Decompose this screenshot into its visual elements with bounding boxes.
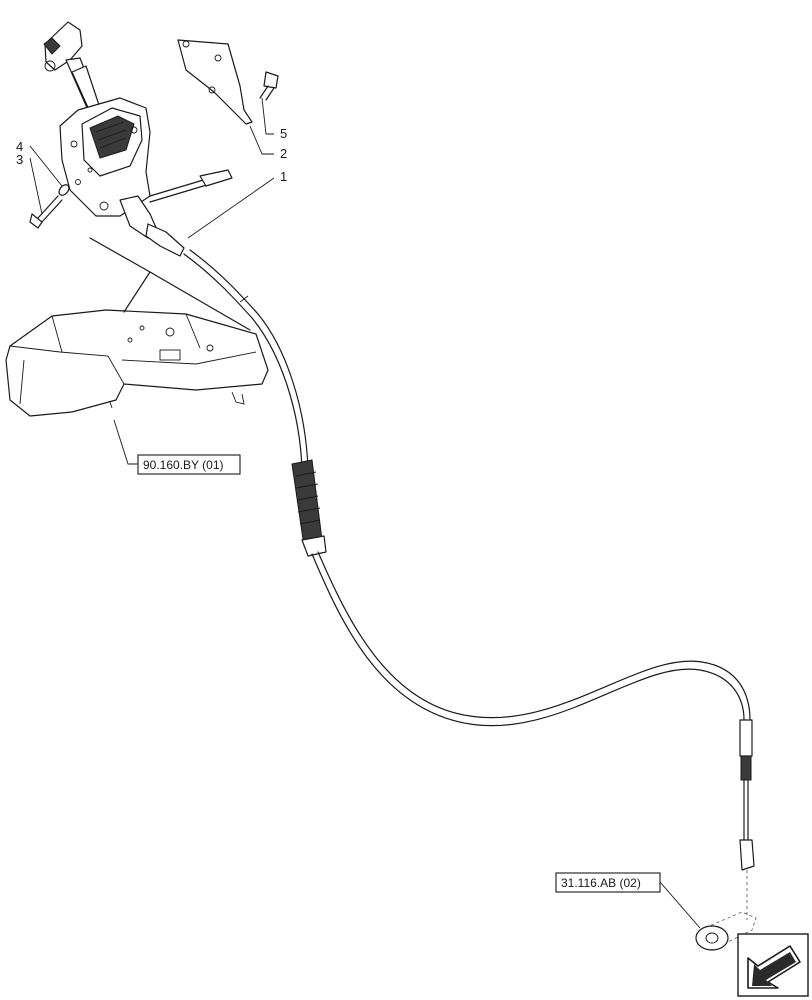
leader-lever-ref [659,881,701,929]
arrow-down-left-icon[interactable] [737,933,809,997]
leader-2 [249,125,274,155]
leader-console-ref [113,419,138,465]
shift-lever-assembly [43,21,233,257]
console-reference-text: 90.160.BY (01) [143,458,224,472]
callout-1: 1 [280,169,287,184]
callout-3: 3 [16,152,23,167]
console [5,309,269,417]
transmission-lever [695,911,757,951]
leader-3 [29,157,43,215]
detail-indicator [89,237,151,313]
screw-part-5 [259,71,279,101]
callout-5: 5 [280,126,287,141]
lever-reference-link[interactable]: 31.116.AB (02) [555,872,661,893]
bracket-part-2 [177,39,253,125]
washer-part-4 [58,184,70,196]
leader-4 [29,145,63,187]
callout-4: 4 [16,139,23,154]
bolt-part-3 [29,195,63,229]
shift-cable [183,249,755,920]
callout-2: 2 [280,146,287,161]
leader-1 [187,177,275,239]
leader-5 [261,97,274,135]
console-reference-link[interactable]: 90.160.BY (01) [137,454,241,475]
lever-reference-text: 31.116.AB (02) [561,876,641,890]
